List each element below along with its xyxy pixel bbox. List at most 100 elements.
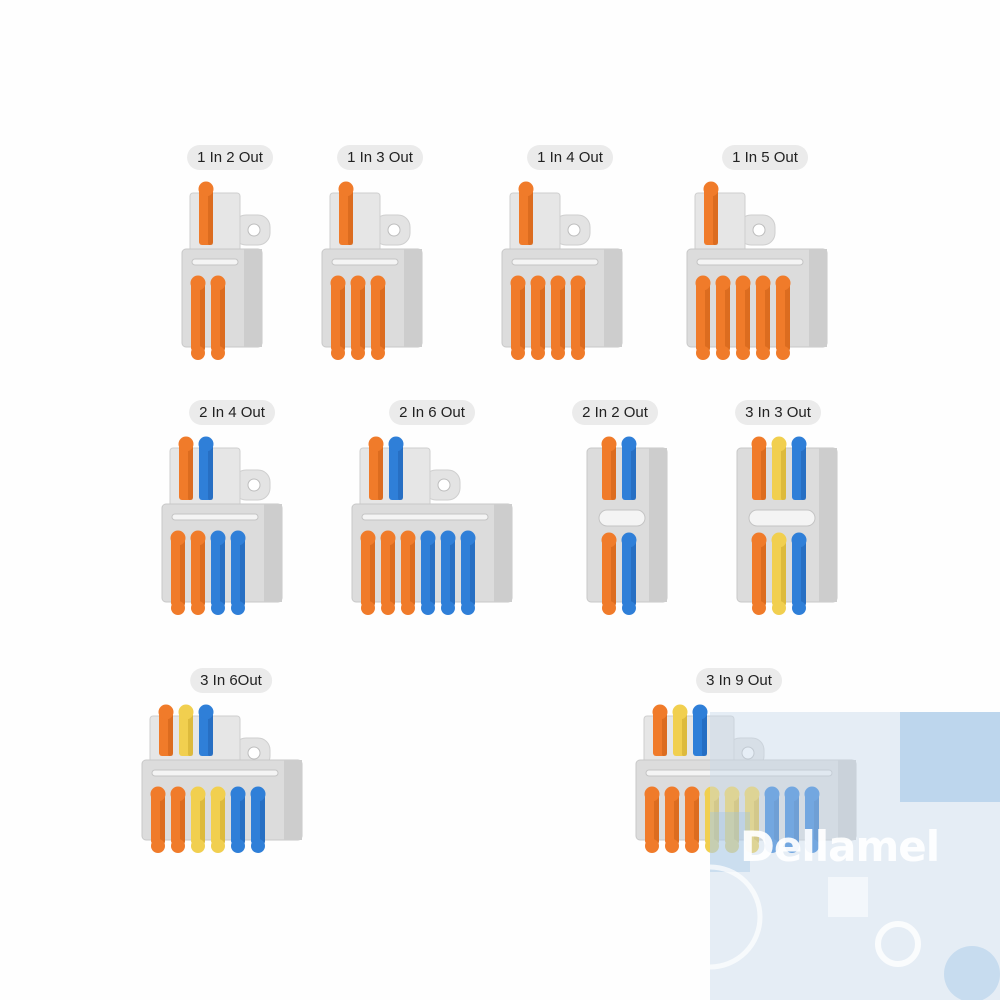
input-lever <box>198 704 214 756</box>
connector-label: 2 In 4 Out <box>189 400 275 425</box>
lever-tip <box>685 839 699 853</box>
connector-top-block <box>509 192 561 258</box>
output-lever <box>771 532 787 606</box>
output-lever <box>460 530 476 606</box>
output-lever <box>250 786 266 844</box>
output-lever <box>644 786 660 844</box>
lever-tip <box>251 839 265 853</box>
output-lever <box>370 275 386 351</box>
lever-tip <box>725 839 739 853</box>
output-lever <box>190 786 206 844</box>
lever-tip <box>792 601 806 615</box>
lever-tip <box>776 346 790 360</box>
mounting-ear <box>233 214 271 246</box>
lever-tip <box>231 601 245 615</box>
output-lever <box>735 275 751 351</box>
connector-1in3out: 1 In 3 Out <box>280 145 480 365</box>
watermark-text: Dellamel <box>740 822 940 871</box>
output-lever <box>420 530 436 606</box>
connector-slot <box>748 509 816 527</box>
connector-slot <box>331 258 399 266</box>
watermark: Dellamel <box>710 712 1000 1000</box>
lever-tip <box>511 346 525 360</box>
connector-side <box>494 504 512 602</box>
connector-slot <box>511 258 599 266</box>
connector-2in4out: 2 In 4 Out <box>130 400 330 620</box>
connector-side <box>264 504 282 602</box>
output-lever <box>704 786 720 844</box>
connector-slot <box>598 509 646 527</box>
connector-top-block <box>189 192 241 258</box>
output-lever <box>570 275 586 351</box>
output-lever <box>775 275 791 351</box>
output-lever <box>360 530 376 606</box>
lever-tip <box>461 601 475 615</box>
connector-slot <box>361 513 489 521</box>
lever-tip <box>171 601 185 615</box>
output-lever <box>170 786 186 844</box>
connector-side <box>809 249 827 347</box>
lever-tip <box>191 839 205 853</box>
output-lever <box>210 786 226 844</box>
connector-slot <box>696 258 804 266</box>
connector-slot <box>151 769 279 777</box>
connector-3in3out: 3 In 3 Out <box>690 400 860 620</box>
lever-tip <box>622 601 636 615</box>
lever-tip <box>551 346 565 360</box>
lever-tip <box>736 346 750 360</box>
lever-tip <box>571 346 585 360</box>
input-lever <box>621 436 637 500</box>
connector-slot <box>645 769 833 777</box>
lever-tip <box>772 601 786 615</box>
input-lever <box>791 436 807 500</box>
lever-connector-image <box>181 181 271 360</box>
input-lever <box>178 436 194 500</box>
lever-tip <box>745 839 759 853</box>
output-lever <box>804 786 820 844</box>
lever-tip <box>401 601 415 615</box>
watermark-graphic <box>710 712 1000 1000</box>
connector-label: 2 In 6 Out <box>389 400 475 425</box>
input-lever <box>652 704 668 756</box>
connector-side <box>604 249 622 347</box>
output-lever <box>170 530 186 606</box>
input-lever <box>771 436 787 500</box>
output-lever <box>744 786 760 844</box>
input-lever <box>692 704 708 756</box>
input-lever <box>198 181 214 245</box>
connector-1in4out: 1 In 4 Out <box>470 145 670 365</box>
mounting-ear <box>423 469 461 501</box>
output-lever <box>380 530 396 606</box>
lever-tip <box>191 601 205 615</box>
lever-tip <box>756 346 770 360</box>
lever-tip <box>785 839 799 853</box>
output-lever <box>190 275 206 351</box>
connector-side <box>819 448 837 602</box>
input-lever <box>368 436 384 500</box>
output-lever <box>550 275 566 351</box>
output-lever <box>724 786 740 844</box>
output-lever <box>664 786 680 844</box>
lever-tip <box>752 601 766 615</box>
connector-1in5out: 1 In 5 Out <box>665 145 865 365</box>
mounting-ear <box>553 214 591 246</box>
input-lever <box>703 181 719 245</box>
output-lever <box>695 275 711 351</box>
lever-connector-image <box>161 436 283 615</box>
lever-tip <box>765 839 779 853</box>
output-lever <box>210 530 226 606</box>
output-lever <box>621 532 637 606</box>
lever-tip <box>331 346 345 360</box>
input-lever <box>751 436 767 500</box>
output-lever <box>791 532 807 606</box>
connector-label: 1 In 5 Out <box>722 145 808 170</box>
output-lever <box>764 786 780 844</box>
lever-tip <box>231 839 245 853</box>
input-lever <box>388 436 404 500</box>
output-lever <box>510 275 526 351</box>
lever-tip <box>441 601 455 615</box>
lever-connector-image <box>586 436 668 615</box>
output-lever <box>530 275 546 351</box>
lever-tip <box>381 601 395 615</box>
output-lever <box>330 275 346 351</box>
